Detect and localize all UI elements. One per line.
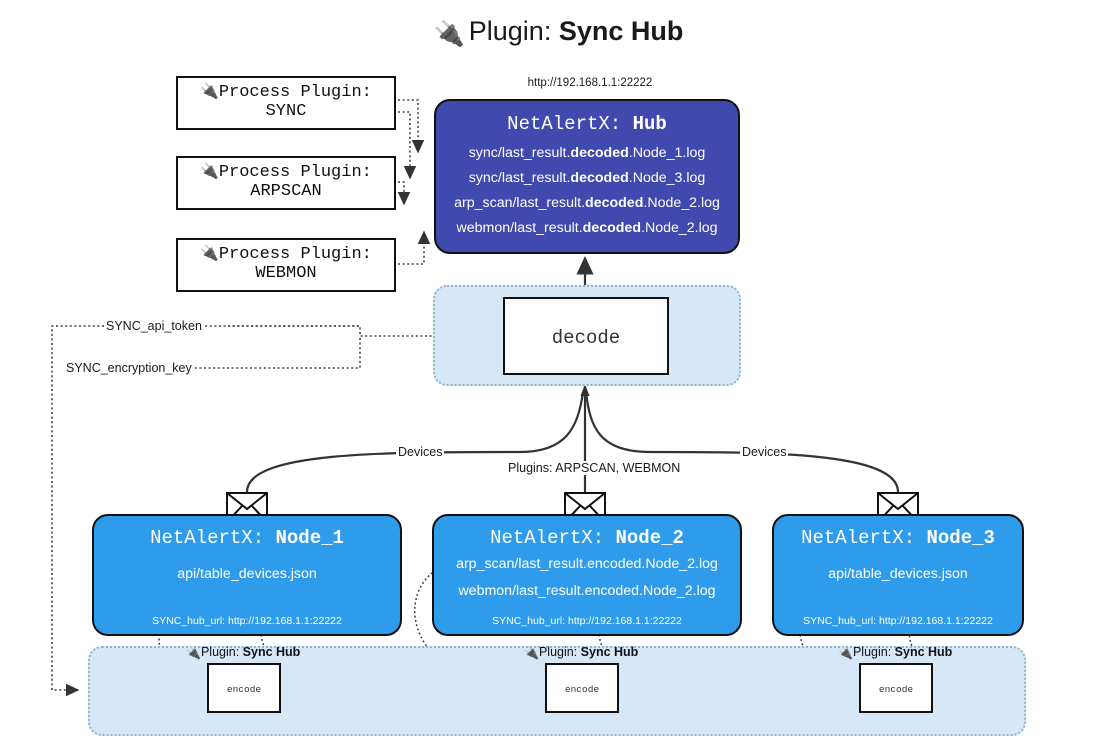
plugin-label-3-prefix: Plugin:: [852, 645, 895, 659]
process-plugin-webmon-line2: WEBMON: [255, 264, 317, 284]
node-1-title: NetAlertX: Node_1: [94, 527, 400, 549]
edge-node1-to-decode: [245, 391, 585, 493]
plugin-label-3-name: Sync Hub: [894, 645, 953, 659]
hub-title-prefix: NetAlertX:: [507, 113, 633, 135]
hub-log-1-post: .Node_3.log: [628, 170, 706, 186]
node-1-hub-url: SYNC_hub_url: http://192.168.1.1:22222: [152, 615, 342, 627]
label-sync-api-token: SYNC_api_token: [104, 319, 204, 333]
plugin-label-2-name: Sync Hub: [580, 645, 639, 659]
plug-icon: 🔌: [433, 20, 465, 48]
hub-log-line: sync/last_result.decoded.Node_1.log: [436, 141, 738, 166]
hub-log-1-pre: sync/last_result.: [468, 170, 571, 186]
title-name: Sync Hub: [558, 16, 684, 46]
label-devices-left: Devices: [396, 445, 445, 459]
hub-log-2-pre: arp_scan/last_result.: [454, 195, 586, 211]
hub-log-3-mid: decoded: [582, 220, 641, 236]
node-2-title-name: Node_2: [615, 527, 684, 549]
hub-log-1-mid: decoded: [570, 170, 629, 186]
plugin-label-2-prefix: Plugin:: [538, 645, 581, 659]
node-3-line: api/table_devices.json: [828, 566, 968, 582]
encode-box-node-1[interactable]: encode: [207, 663, 281, 713]
encode-box-node-3[interactable]: encode: [859, 663, 933, 713]
hub-log-2-post: .Node_2.log: [643, 195, 720, 211]
plugin-label-1-prefix: Plugin:: [200, 645, 243, 659]
node-3-hub-url: SYNC_hub_url: http://192.168.1.1:22222: [803, 615, 993, 627]
hub-log-line: arp_scan/last_result.decoded.Node_2.log: [436, 191, 738, 216]
hub-log-line: sync/last_result.decoded.Node_3.log: [436, 166, 738, 191]
edge-sync-to-hub1: [398, 99, 425, 154]
plug-icon: 🔌: [838, 646, 853, 660]
edge-arpscan-to-hub: [397, 181, 411, 206]
node-2-line: webmon/last_result.encoded.Node_2.log: [458, 583, 716, 599]
edge-node3-to-decode: [584, 391, 900, 493]
node-3[interactable]: NetAlertX: Node_3 api/table_devices.json…: [772, 514, 1024, 636]
page-title: 🔌Plugin: Sync Hub: [0, 16, 1117, 49]
plug-icon: 🔌: [200, 244, 219, 262]
hub-log-2-mid: decoded: [585, 195, 644, 211]
hub-log-line: webmon/last_result.decoded.Node_2.log: [436, 216, 738, 241]
node-2-title: NetAlertX: Node_2: [434, 527, 740, 549]
node-2-line: arp_scan/last_result.encoded.Node_2.log: [456, 556, 718, 572]
plugin-label-node-3: 🔌Plugin: Sync Hub: [838, 645, 952, 660]
node-1[interactable]: NetAlertX: Node_1 api/table_devices.json…: [92, 514, 402, 636]
process-plugin-arpscan-line1: Process Plugin:: [218, 163, 372, 182]
process-plugin-arpscan[interactable]: 🔌Process Plugin: ARPSCAN: [176, 156, 396, 210]
hub-log-0-post: .Node_1.log: [628, 145, 706, 161]
label-devices-right: Devices: [740, 445, 789, 459]
process-plugin-webmon-line1: Process Plugin:: [218, 245, 372, 264]
node-2-lines: arp_scan/last_result.encoded.Node_2.log …: [434, 551, 740, 605]
edge-api-token-to-bottom: [51, 325, 104, 697]
node-3-lines: api/table_devices.json: [774, 561, 1022, 588]
process-plugin-sync[interactable]: 🔌Process Plugin: SYNC: [176, 76, 396, 130]
node-3-title-name: Node_3: [926, 527, 995, 549]
plug-icon: 🔌: [524, 646, 539, 660]
node-2[interactable]: NetAlertX: Node_2 arp_scan/last_result.e…: [432, 514, 742, 636]
process-plugin-webmon[interactable]: 🔌Process Plugin: WEBMON: [176, 238, 396, 292]
label-sync-encryption-key: SYNC_encryption_key: [64, 361, 194, 375]
title-prefix: Plugin:: [468, 16, 559, 46]
hub-url-caption: http://192.168.1.1:22222: [527, 77, 653, 89]
edge-sync-to-hub2: [398, 111, 417, 180]
process-plugin-arpscan-line2: ARPSCAN: [250, 182, 322, 202]
node-1-title-name: Node_1: [275, 527, 344, 549]
node-1-title-prefix: NetAlertX:: [150, 527, 276, 549]
hub-node[interactable]: NetAlertX: Hub sync/last_result.decoded.…: [434, 99, 740, 254]
plug-icon: 🔌: [186, 646, 201, 660]
encode-box-node-2[interactable]: encode: [545, 663, 619, 713]
node-2-hub-url: SYNC_hub_url: http://192.168.1.1:22222: [492, 615, 682, 627]
process-plugin-sync-line2: SYNC: [265, 102, 307, 122]
node-3-title-prefix: NetAlertX:: [801, 527, 927, 549]
hub-title-name: Hub: [632, 113, 667, 135]
node-1-lines: api/table_devices.json: [94, 561, 400, 588]
label-plugins-center: Plugins: ARPSCAN, WEBMON: [506, 461, 683, 475]
hub-title: NetAlertX: Hub: [436, 113, 738, 135]
plugin-label-node-1: 🔌Plugin: Sync Hub: [186, 645, 300, 660]
plugin-label-1-name: Sync Hub: [242, 645, 301, 659]
hub-log-list: sync/last_result.decoded.Node_1.log sync…: [436, 141, 738, 241]
plug-icon: 🔌: [200, 162, 219, 180]
hub-log-3-pre: webmon/last_result.: [456, 220, 583, 236]
plug-icon: 🔌: [200, 82, 219, 100]
process-plugin-sync-line1: Process Plugin:: [218, 83, 372, 102]
decode-box[interactable]: decode: [503, 297, 669, 375]
plugin-label-node-2: 🔌Plugin: Sync Hub: [524, 645, 638, 660]
node-3-title: NetAlertX: Node_3: [774, 527, 1022, 549]
edge-webmon-to-hub: [398, 230, 431, 265]
hub-log-0-mid: decoded: [570, 145, 629, 161]
node-2-title-prefix: NetAlertX:: [490, 527, 616, 549]
hub-log-3-post: .Node_2.log: [641, 220, 718, 236]
node-1-line: api/table_devices.json: [177, 566, 317, 582]
hub-log-0-pre: sync/last_result.: [468, 145, 571, 161]
